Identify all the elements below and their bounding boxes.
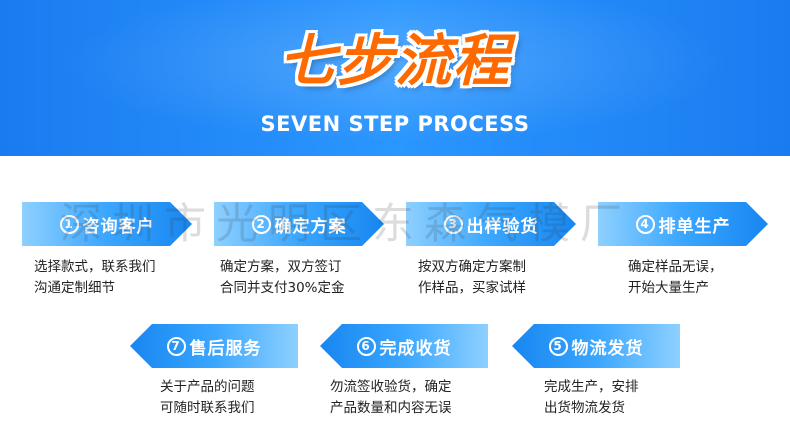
step-number-badge: 4 xyxy=(636,215,655,234)
desc-line: 出货物流发货 xyxy=(544,400,625,416)
step-label: 咨询客户 xyxy=(82,216,155,237)
desc-line: 完成生产，安排 xyxy=(544,379,639,395)
desc-line: 开始大量生产 xyxy=(628,280,709,296)
step-4-description: 确定样品无误， 开始大量生产 xyxy=(628,257,723,299)
step-3-arrow: 3 出样验货 xyxy=(406,202,576,246)
step-3-description: 按双方确定方案制 作样品，买家试样 xyxy=(418,257,526,299)
step-number-badge: 7 xyxy=(166,336,186,356)
desc-line: 可随时联系我们 xyxy=(160,400,255,416)
banner-glow xyxy=(0,0,790,156)
step-7-description: 关于产品的问题 可随时联系我们 xyxy=(160,377,255,419)
step-6-description: 勿流签收验货，确定 产品数量和内容无误 xyxy=(330,377,452,419)
desc-line: 关于产品的问题 xyxy=(160,379,255,395)
step-label: 出样验货 xyxy=(466,216,539,237)
step-label: 物流发货 xyxy=(571,338,644,359)
step-1-arrow: 1 咨询客户 xyxy=(22,202,192,246)
desc-line: 选择款式，联系我们 xyxy=(34,259,156,275)
step-number-badge: 6 xyxy=(356,336,376,356)
step-5-description: 完成生产，安排 出货物流发货 xyxy=(544,377,639,419)
page-title: 七步流程 xyxy=(279,29,511,94)
page-subtitle: SEVEN STEP PROCESS xyxy=(260,112,530,136)
step-2-arrow: 2 确定方案 xyxy=(214,202,384,246)
step-number-badge: 2 xyxy=(252,215,271,234)
desc-line: 按双方确定方案制 xyxy=(418,259,526,275)
desc-line: 合同并支付30%定金 xyxy=(220,280,345,296)
header-banner: 七步流程 SEVEN STEP PROCESS xyxy=(0,0,790,156)
step-4-arrow: 4 排单生产 xyxy=(598,202,768,246)
desc-line: 确定方案，双方签订 xyxy=(220,259,342,275)
step-5-arrow: 5 物流发货 xyxy=(512,324,680,368)
desc-line: 确定样品无误， xyxy=(628,259,723,275)
step-label: 售后服务 xyxy=(189,338,262,359)
desc-line: 作样品，买家试样 xyxy=(418,280,526,296)
step-label: 完成收货 xyxy=(379,338,452,359)
step-label: 确定方案 xyxy=(274,216,347,237)
step-6-arrow: 6 完成收货 xyxy=(320,324,488,368)
step-number-badge: 3 xyxy=(444,215,463,234)
desc-line: 产品数量和内容无误 xyxy=(330,400,452,416)
desc-line: 沟通定制细节 xyxy=(34,280,115,296)
step-number-badge: 5 xyxy=(548,336,568,356)
desc-line: 勿流签收验货，确定 xyxy=(330,379,452,395)
step-2-description: 确定方案，双方签订 合同并支付30%定金 xyxy=(220,257,345,299)
step-1-description: 选择款式，联系我们 沟通定制细节 xyxy=(34,257,156,299)
step-label: 排单生产 xyxy=(658,216,731,237)
step-number-badge: 1 xyxy=(60,215,79,234)
step-7-arrow: 7 售后服务 xyxy=(130,324,298,368)
